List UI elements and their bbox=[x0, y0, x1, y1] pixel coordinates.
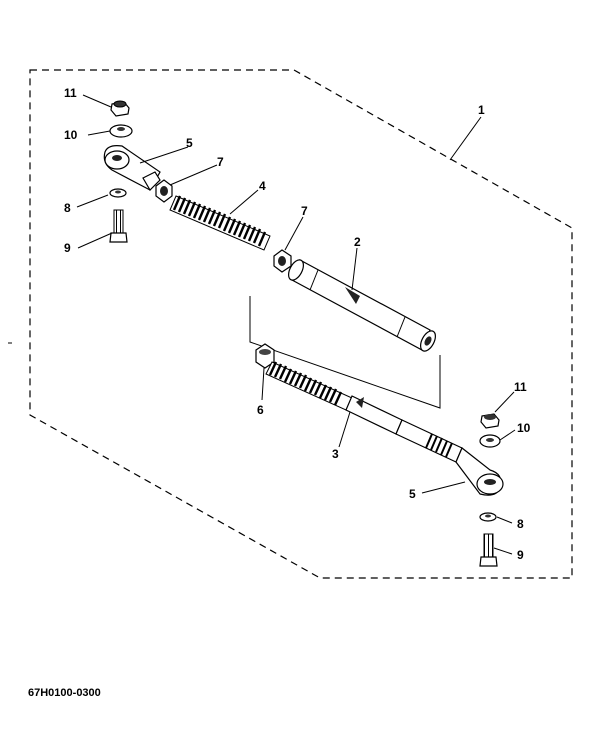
callout-10-lower: 10 bbox=[517, 421, 531, 435]
sleeve-2 bbox=[288, 259, 436, 352]
callout-8-lower: 8 bbox=[517, 517, 524, 531]
assembly-bracket bbox=[249, 296, 441, 409]
callout-6: 6 bbox=[257, 403, 264, 417]
callout-5-upper: 5 bbox=[186, 136, 193, 150]
callout-5-lower: 5 bbox=[409, 487, 416, 501]
rod-end-5-lower bbox=[455, 447, 504, 496]
threaded-rod-4 bbox=[169, 195, 271, 251]
callout-1: 1 bbox=[478, 103, 485, 117]
kit-boundary bbox=[29, 69, 573, 579]
threaded-shaft-3 bbox=[265, 361, 463, 463]
callout-2: 2 bbox=[354, 235, 361, 249]
callout-11-upper: 11 bbox=[64, 86, 77, 100]
callout-7-upper: 7 bbox=[217, 155, 224, 169]
callout-3: 3 bbox=[332, 447, 339, 461]
nut-11-lower bbox=[480, 413, 500, 429]
washer-10-upper bbox=[109, 124, 133, 138]
callout-8-upper: 8 bbox=[64, 201, 71, 215]
rod-end-5-upper bbox=[103, 145, 161, 191]
nut-11-upper bbox=[110, 100, 130, 117]
bolt-9-upper bbox=[109, 209, 128, 243]
callout-9-lower: 9 bbox=[517, 548, 524, 562]
callout-11-lower: 11 bbox=[514, 380, 527, 394]
washer-8-lower bbox=[479, 512, 497, 522]
washer-8-upper bbox=[109, 188, 127, 198]
callout-9-upper: 9 bbox=[64, 241, 71, 255]
callout-7-middle: 7 bbox=[301, 204, 308, 218]
nut-7-upper bbox=[155, 179, 173, 203]
bolt-9-lower bbox=[479, 533, 498, 567]
callout-4: 4 bbox=[259, 179, 266, 193]
nut-6 bbox=[255, 343, 275, 369]
nut-7-middle bbox=[273, 249, 292, 273]
callout-10-upper: 10 bbox=[64, 128, 78, 142]
washer-10-lower bbox=[479, 434, 501, 448]
part-code: 67H0100-0300 bbox=[28, 687, 101, 699]
